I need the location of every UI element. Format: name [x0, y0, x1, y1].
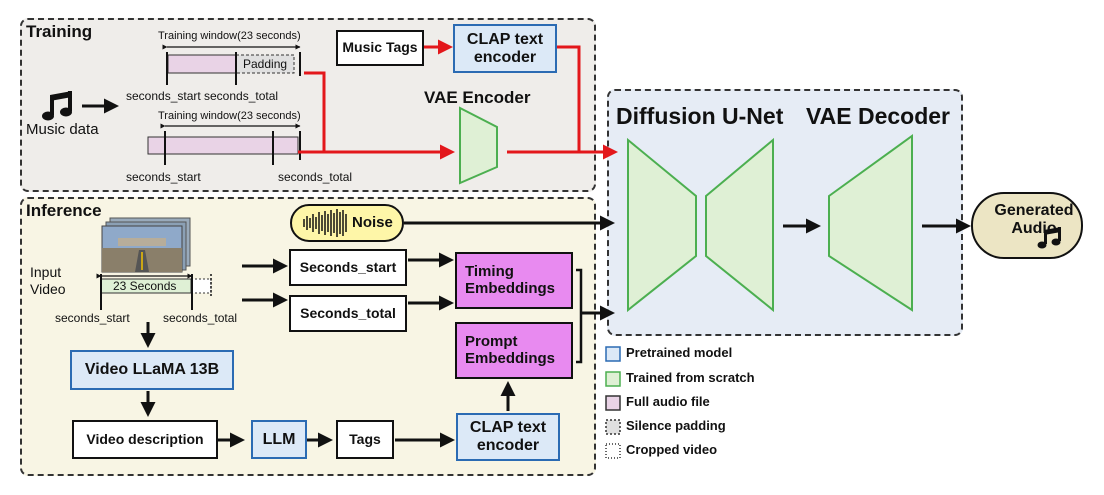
inference-padding-bar — [190, 278, 212, 294]
tags-box: Tags — [336, 420, 394, 459]
window2-label: Training window(23 seconds) — [158, 110, 301, 122]
window1-label: Training window(23 seconds) — [158, 30, 301, 42]
vae-decoder-shape — [828, 134, 913, 312]
legend-label-full-audio: Full audio file — [626, 394, 710, 409]
seconds-total-box: Seconds_total — [289, 295, 407, 332]
training-clap-encoder-box: CLAP text encoder — [453, 24, 557, 73]
window1-start-label: seconds_start — [126, 89, 201, 103]
timing-embeddings-box: Timing Embeddings — [455, 252, 573, 309]
video-description-box: Video description — [72, 420, 218, 459]
vae-decoder-title: VAE Decoder — [806, 103, 951, 129]
inference-total-label: seconds_total — [163, 311, 238, 325]
clap-to-unet-red-line — [557, 45, 581, 152]
inference-start-label: seconds_start — [55, 311, 130, 325]
seconds-start-box: Seconds_start — [289, 249, 407, 286]
unet-decoder-shape — [705, 137, 774, 313]
vae-encoder-label: VAE Encoder — [424, 88, 531, 107]
input-video-label: Input Video — [30, 264, 66, 297]
generated-audio-label: Generated Audio — [994, 202, 1074, 238]
window1-audio-bar — [167, 54, 237, 74]
legend-label-cropped: Cropped video — [626, 442, 718, 457]
diffusion-unet-title: Diffusion U-Net — [616, 103, 784, 129]
music-data-label: Music data — [26, 121, 99, 138]
inference-clap-encoder-box: CLAP text encoder — [456, 413, 560, 461]
legend-label-scratch: Trained from scratch — [626, 370, 755, 385]
legend-swatch-scratch — [605, 371, 621, 387]
embeddings-bracket — [576, 268, 583, 364]
training-title: Training — [26, 22, 93, 41]
generated-audio-note-icon — [1037, 227, 1061, 249]
window1-to-vae-red-line — [304, 71, 326, 152]
input-video-frames — [101, 217, 191, 273]
window2-start-label: seconds_start — [126, 170, 201, 184]
prompt-embeddings-box: Prompt Embeddings — [455, 322, 573, 379]
music-note-icon — [42, 91, 72, 121]
noise-label: Noise — [352, 214, 393, 231]
video-llama-box: Video LLaMA 13B — [70, 350, 234, 390]
legend-swatch-silence — [605, 419, 621, 435]
noise-waveform-icon — [303, 209, 347, 237]
llm-box: LLM — [251, 420, 307, 459]
legend-swatch-pretrained — [605, 346, 621, 362]
inference-title: Inference — [26, 201, 102, 220]
padding-label: Padding — [243, 57, 288, 71]
music-tags-box: Music Tags — [336, 30, 424, 66]
window1-total-label: seconds_total — [204, 89, 279, 103]
window2-total-label: seconds_total — [278, 170, 353, 184]
legend-swatch-full-audio — [605, 395, 621, 411]
legend-swatch-cropped — [605, 443, 621, 459]
seconds-label: 23 Seconds — [113, 279, 177, 293]
window2-audio-bar — [147, 136, 299, 155]
legend-label-silence: Silence padding — [626, 418, 726, 433]
vae-encoder-shape — [459, 106, 498, 185]
legend-label-pretrained: Pretrained model — [626, 345, 733, 360]
unet-encoder-shape — [627, 137, 697, 313]
